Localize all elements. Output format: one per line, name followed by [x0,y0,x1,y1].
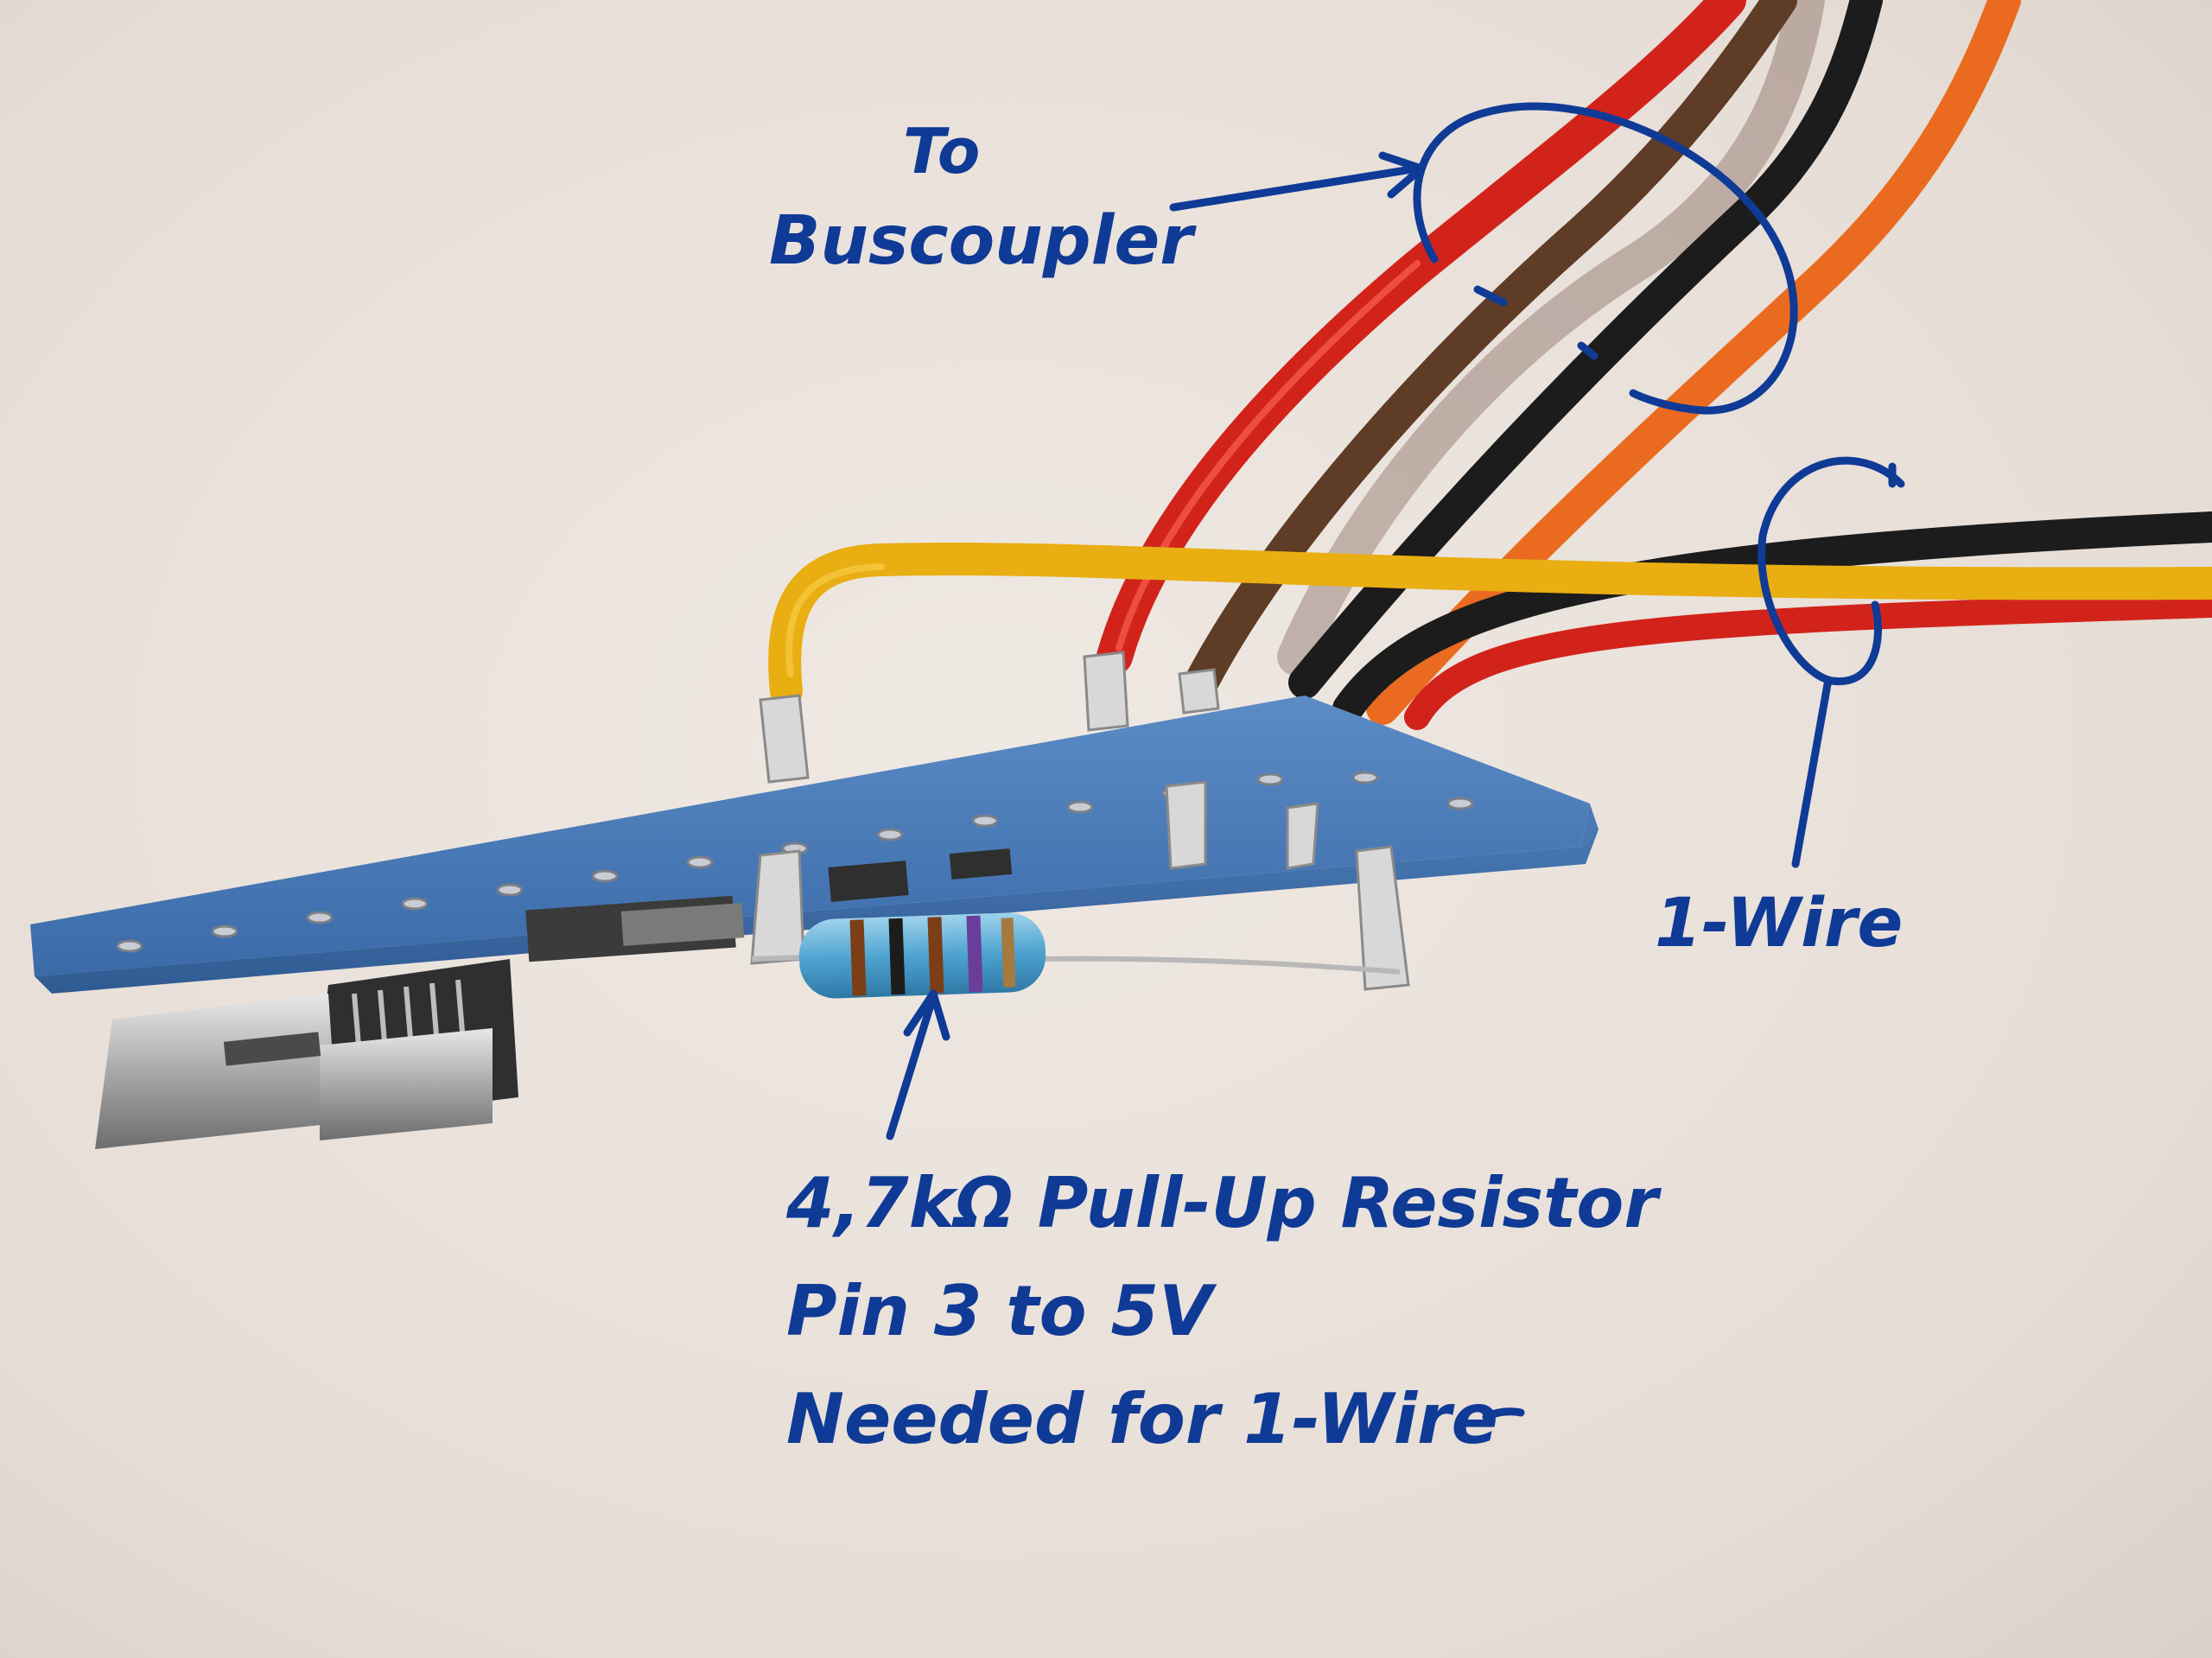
onewire-loop [1758,456,1905,686]
annotation-onewire: 1-Wire [1655,885,1903,962]
resistor-line-2: Pin 3 to 5V [786,1271,1217,1351]
header-pads [116,771,1474,953]
resistor-line-1: 4,7kΩ Pull-Up Resistor [785,1163,1662,1243]
resistor-arrow-line [886,998,936,1140]
ink-markings [886,102,1905,1421]
black-wire [1288,0,1883,699]
annotation-resistor: 4,7kΩ Pull-Up Resistor Pin 3 to 5V Neede… [785,1163,1662,1459]
resistor-line-3: Needed for 1-Wire [786,1379,1498,1459]
solder-joints [750,651,1410,991]
onewire-pointer [1791,680,1832,868]
buscoupler-line-2: Buscoupler [769,202,1197,280]
pull-up-resistor [751,912,1401,999]
buscoupler-line-1: To [903,115,980,187]
buscoupler-loop [1413,102,1798,415]
onewire-label: 1-Wire [1655,885,1903,962]
annotation-buscoupler: To Buscoupler [769,115,1197,280]
resistor-arrow-head [903,989,950,1041]
buscoupler-arrow-line [1169,164,1421,212]
arduino-pro-mini-board [30,651,1599,994]
onewire-red-wire [1404,592,2212,730]
usb-header [95,959,518,1149]
